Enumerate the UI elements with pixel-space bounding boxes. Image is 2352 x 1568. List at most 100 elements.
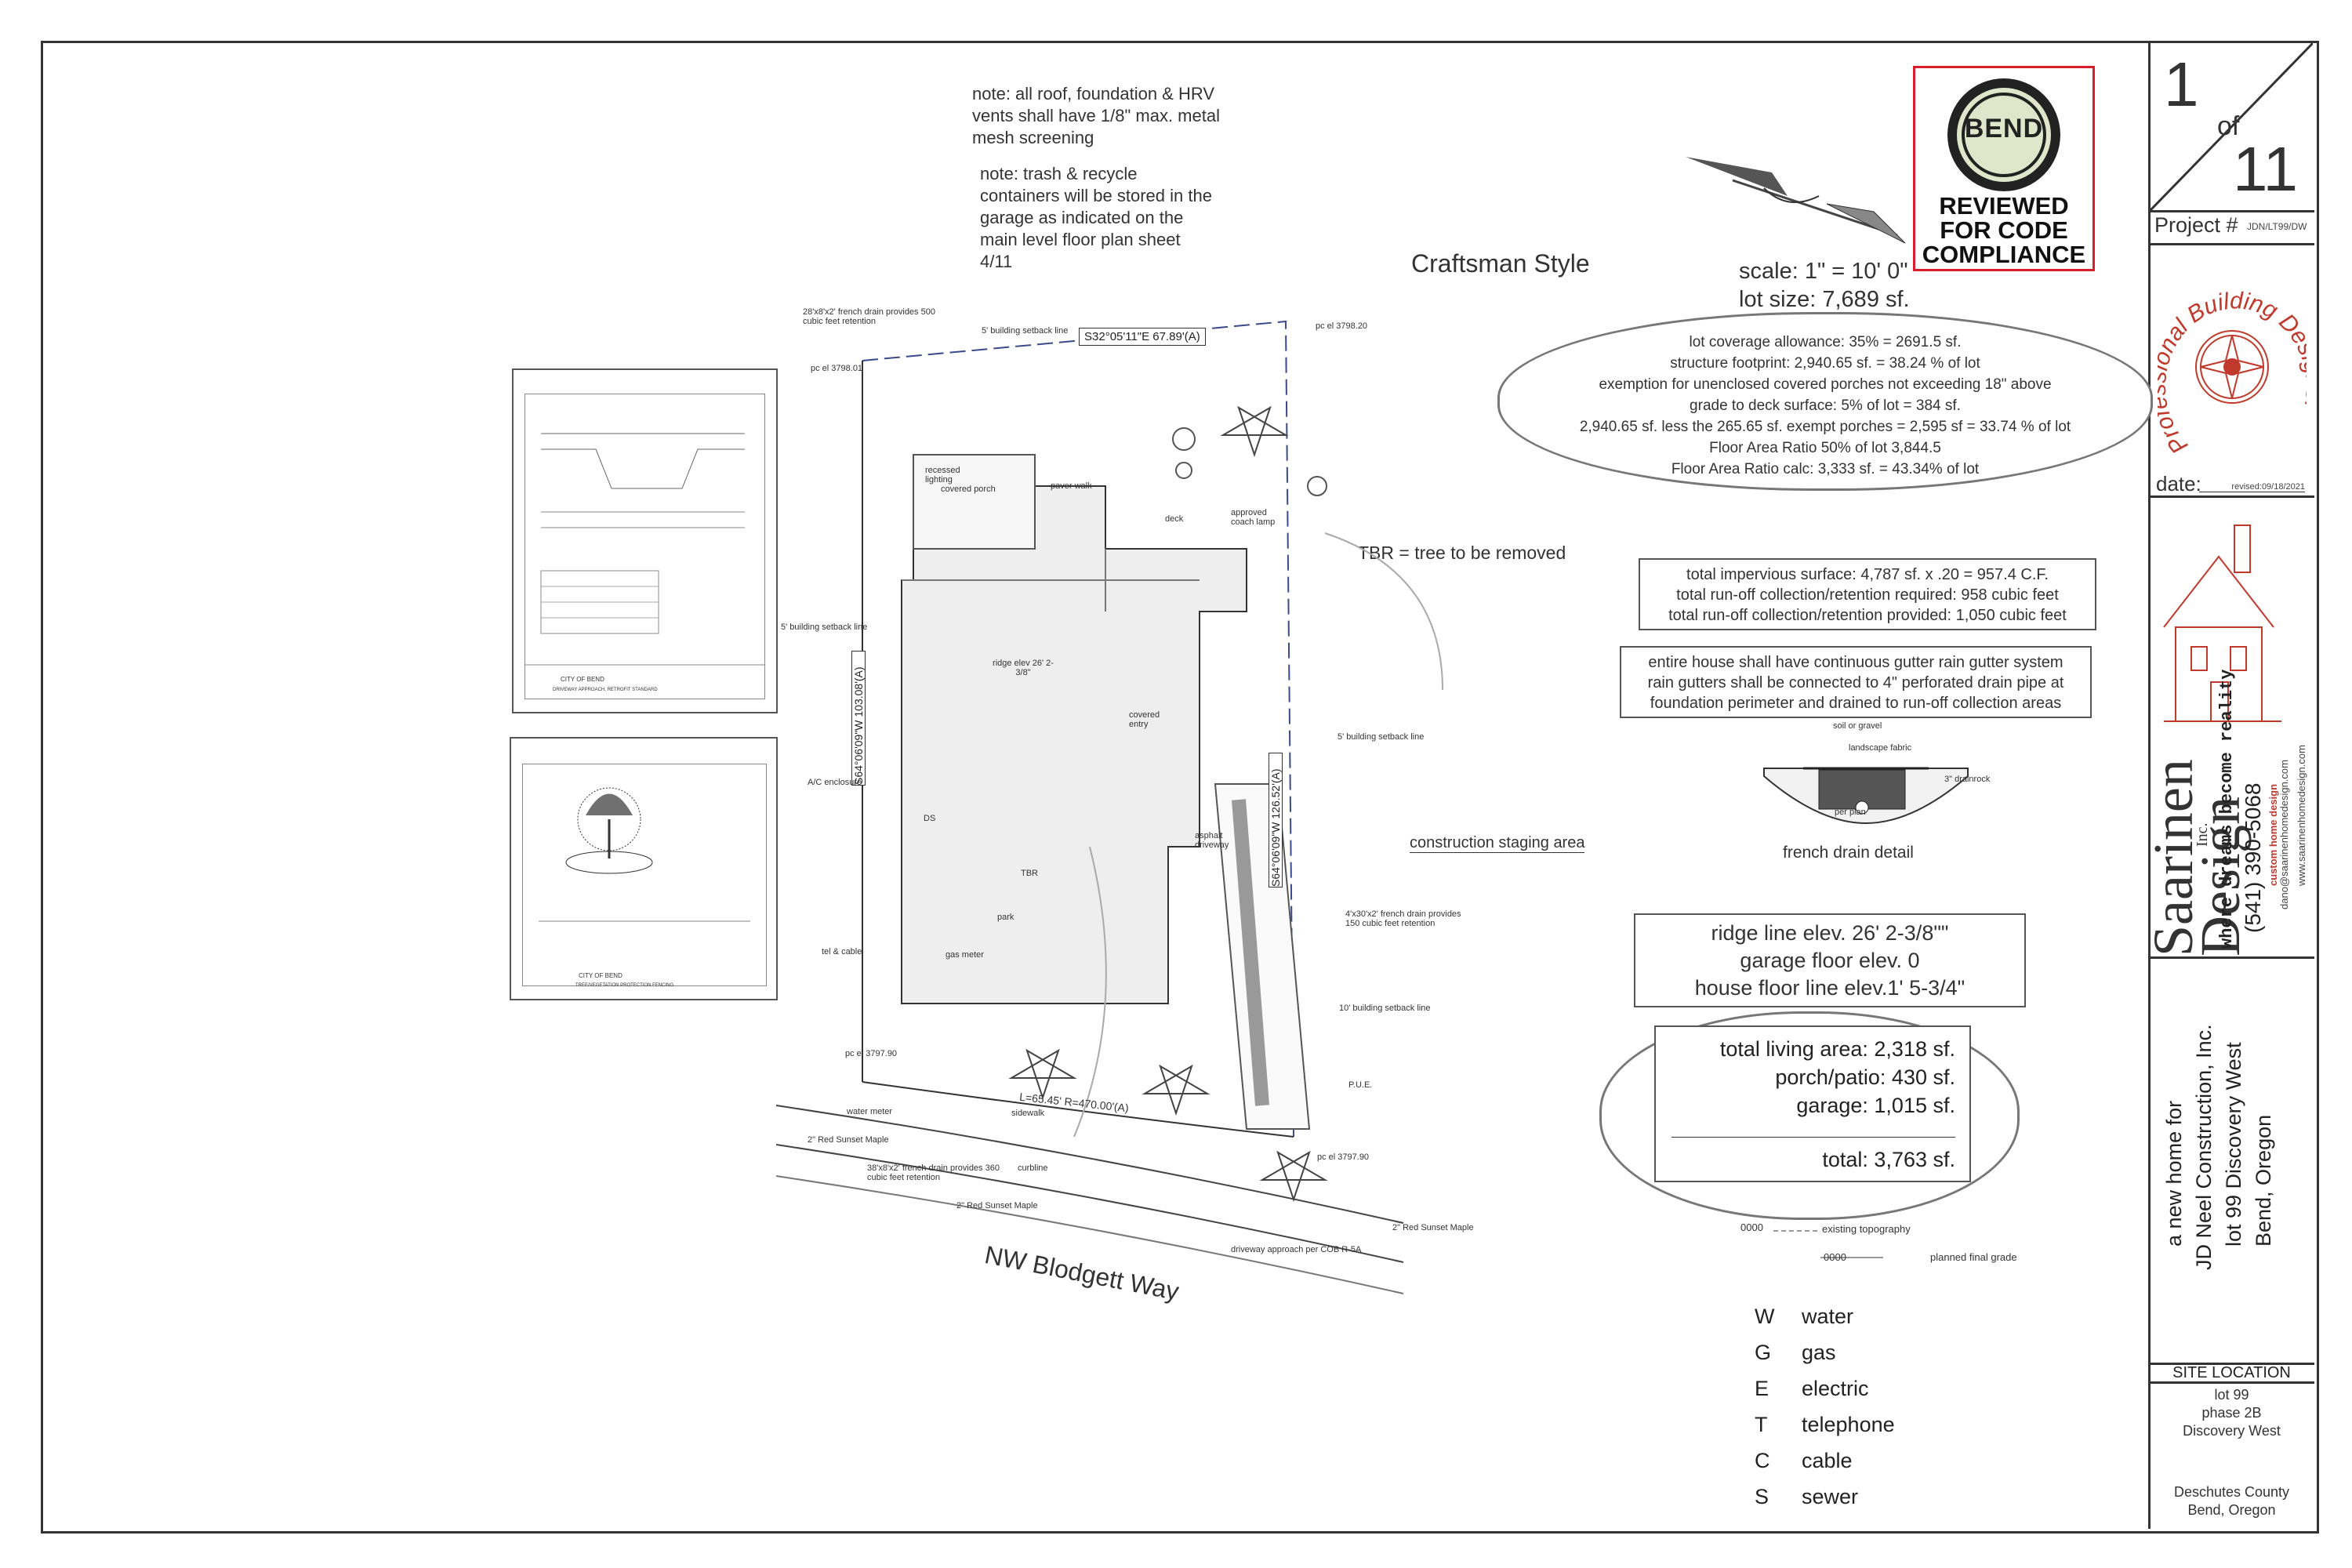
date-label: date: bbox=[2156, 472, 2201, 495]
french-drain-label-4: per plan bbox=[1835, 808, 1866, 817]
topo-planned-num: 0000 bbox=[1824, 1251, 1846, 1263]
french-drain-label-3: 3" drainrock bbox=[1944, 775, 1991, 784]
french-drain-bottom: 38'x8'x2' french drain provides 360 cubi… bbox=[867, 1163, 1000, 1182]
maple-3: 2" Red Sunset Maple bbox=[1392, 1223, 1474, 1232]
setback-right: 5' building setback line bbox=[1338, 732, 1425, 742]
ac-enclosure: A/C enclosure bbox=[808, 778, 862, 787]
style-title: Craftsman Style bbox=[1411, 249, 1590, 278]
project-number: JDN/LT99/DW bbox=[2247, 221, 2307, 232]
firm-house-logo bbox=[2163, 524, 2281, 722]
sheet-border bbox=[41, 41, 2319, 1534]
detail-tree-protection: CITY OF BEND TREE/VEGETATION PROTECTION … bbox=[510, 737, 778, 1000]
firm-inc: Inc. bbox=[2194, 822, 2211, 847]
coverage-text: lot coverage allowance: 35% = 2691.5 sf.… bbox=[1579, 334, 2071, 477]
north-arrow-icon bbox=[1686, 157, 1906, 244]
elevations-box: ridge line elev. 26' 2-3/8""garage floor… bbox=[1634, 913, 2026, 1007]
site-plan bbox=[776, 320, 1443, 1294]
water-meter: water meter bbox=[847, 1107, 893, 1116]
lot-size: lot size: 7,689 sf. bbox=[1739, 287, 1910, 312]
detail1-city: CITY OF BEND bbox=[561, 676, 604, 683]
bearing-right: S64°06'09"W 126.52'(A) bbox=[1269, 753, 1283, 887]
maple-1: 2" Red Sunset Maple bbox=[808, 1135, 889, 1145]
vents-note: note: all roof, foundation & HRV vents s… bbox=[972, 84, 1220, 147]
site-location-heading: SITE LOCATION bbox=[2172, 1364, 2291, 1381]
tree-fence-drawing bbox=[539, 787, 750, 922]
setback-left: 5' building setback line bbox=[781, 622, 868, 632]
driveway-approach: driveway approach per COB R-5A bbox=[1231, 1245, 1362, 1254]
site-location-details: lot 99 phase 2B Discovery West bbox=[2183, 1387, 2281, 1439]
coverage-cloud: lot coverage allowance: 35% = 2691.5 sf.… bbox=[1497, 312, 2153, 491]
french-drain-title: french drain detail bbox=[1783, 844, 1914, 862]
project-label: Project # bbox=[2154, 213, 2238, 237]
pc-elev-3: pc el 3797.90 bbox=[845, 1049, 898, 1058]
pc-elev-2: pc el 3798.01 bbox=[811, 364, 863, 373]
park-label: park bbox=[997, 913, 1014, 922]
topo-existing: existing topography bbox=[1822, 1223, 1911, 1235]
ds-label: DS bbox=[924, 814, 936, 823]
site-county: Deschutes County Bend, Oregon bbox=[2173, 1484, 2290, 1518]
gutter-box: entire house shall have continuous gutte… bbox=[1620, 646, 2092, 718]
topo-planned: planned final grade bbox=[1930, 1251, 2017, 1263]
bearing-left: S64°06'09"W 103.08'(A) bbox=[851, 651, 866, 786]
tel-cable: tel & cable bbox=[822, 947, 862, 956]
client-line-3: lot 99 Discovery West bbox=[2222, 1042, 2245, 1247]
client-line-4: Bend, Oregon bbox=[2252, 1114, 2275, 1247]
designer-seal: Professional Building Designer bbox=[2158, 288, 2307, 459]
firm-phone: (541) 390-5068 bbox=[2241, 782, 2265, 933]
firm-tagline: where dreams become reality bbox=[2217, 669, 2237, 949]
date-value: revised:09/18/2021 bbox=[2199, 482, 2305, 492]
detail-driveway-approach: CITY OF BEND DRIVEWAY APPROACH, RETROFIT… bbox=[512, 368, 778, 713]
firm-subtitle: custom home design bbox=[2267, 783, 2279, 886]
setback-front: 10' building setback line bbox=[1339, 1004, 1431, 1013]
bearing-top: S32°05'11"E 67.89'(A) bbox=[1079, 328, 1206, 346]
french-drain-detail bbox=[1763, 767, 1969, 825]
bend-logo-icon bbox=[1947, 78, 2060, 191]
french-drain-label-1: soil or gravel bbox=[1833, 721, 1882, 731]
french-drain-top: 28'x8'x2' french drain provides 500 cubi… bbox=[803, 307, 935, 326]
paver-walk: paver walk bbox=[1051, 481, 1092, 491]
tbr-note: TBR = tree to be removed bbox=[1358, 543, 1566, 563]
sheet-number: 1 bbox=[2164, 49, 2199, 119]
construction-staging: construction staging area bbox=[1410, 834, 1585, 853]
detail1-title: DRIVEWAY APPROACH, RETROFIT STANDARD bbox=[553, 688, 658, 692]
sheet-of: of bbox=[2217, 111, 2240, 141]
title-block bbox=[2148, 41, 2315, 1529]
french-drain-label-2: landscape fabric bbox=[1849, 743, 1912, 753]
covered-porch: covered porch bbox=[941, 485, 996, 494]
maple-2: 2" Red Sunset Maple bbox=[956, 1201, 1038, 1210]
setback-top: 5' building setback line bbox=[982, 326, 1069, 336]
detail2-city: CITY OF BEND bbox=[579, 972, 622, 979]
sheet-total: 11 bbox=[2233, 134, 2299, 204]
detail2-title: TREE/VEGETATION PROTECTION FENCING bbox=[575, 983, 674, 988]
sidewalk: sidewalk bbox=[1011, 1109, 1045, 1118]
tbr-label: TBR bbox=[1021, 869, 1038, 878]
areas-box: total living area: 2,318 sf.porch/patio:… bbox=[1654, 1025, 1971, 1182]
gas-meter: gas meter bbox=[946, 950, 984, 960]
covered-entry: covered entry bbox=[1129, 710, 1160, 729]
client-line-2: JD Neel Construction, Inc. bbox=[2192, 1024, 2216, 1270]
trash-note: note: trash & recycle containers will be… bbox=[980, 164, 1212, 271]
curbline: curbline bbox=[1018, 1163, 1048, 1173]
client-line-1: a new home for bbox=[2162, 1100, 2186, 1247]
asphalt-driveway: asphalt driveway bbox=[1195, 831, 1229, 850]
pc-elev-1: pc el 3798.20 bbox=[1316, 321, 1368, 331]
topo-lines bbox=[1773, 1230, 1883, 1258]
detail-driveway-drawing bbox=[525, 433, 764, 666]
runoff-box: total impervious surface: 4,787 sf. x .2… bbox=[1639, 558, 2096, 630]
recessed-lighting: recessed lighting bbox=[925, 466, 960, 485]
firm-email: dano@saarinenhomedesign.com bbox=[2278, 760, 2290, 909]
scale-text: scale: 1" = 10' 0" bbox=[1739, 259, 1908, 284]
firm-website: www.saarinenhomedesign.com bbox=[2296, 745, 2307, 886]
pue: P.U.E. bbox=[1348, 1080, 1373, 1090]
bend-logo-text: BEND bbox=[1964, 114, 2044, 143]
coach-lamp: approved coach lamp bbox=[1231, 508, 1276, 527]
topo-existing-num: 0000 bbox=[1740, 1221, 1763, 1233]
deck: deck bbox=[1165, 514, 1184, 524]
french-drain-right: 4'x30'x2' french drain provides 150 cubi… bbox=[1345, 909, 1461, 928]
sheet-number-box bbox=[2151, 43, 2313, 210]
ridge-label: ridge elev 26' 2-3/8" bbox=[993, 659, 1054, 677]
pc-elev-4: pc el 3797.90 bbox=[1317, 1152, 1370, 1162]
